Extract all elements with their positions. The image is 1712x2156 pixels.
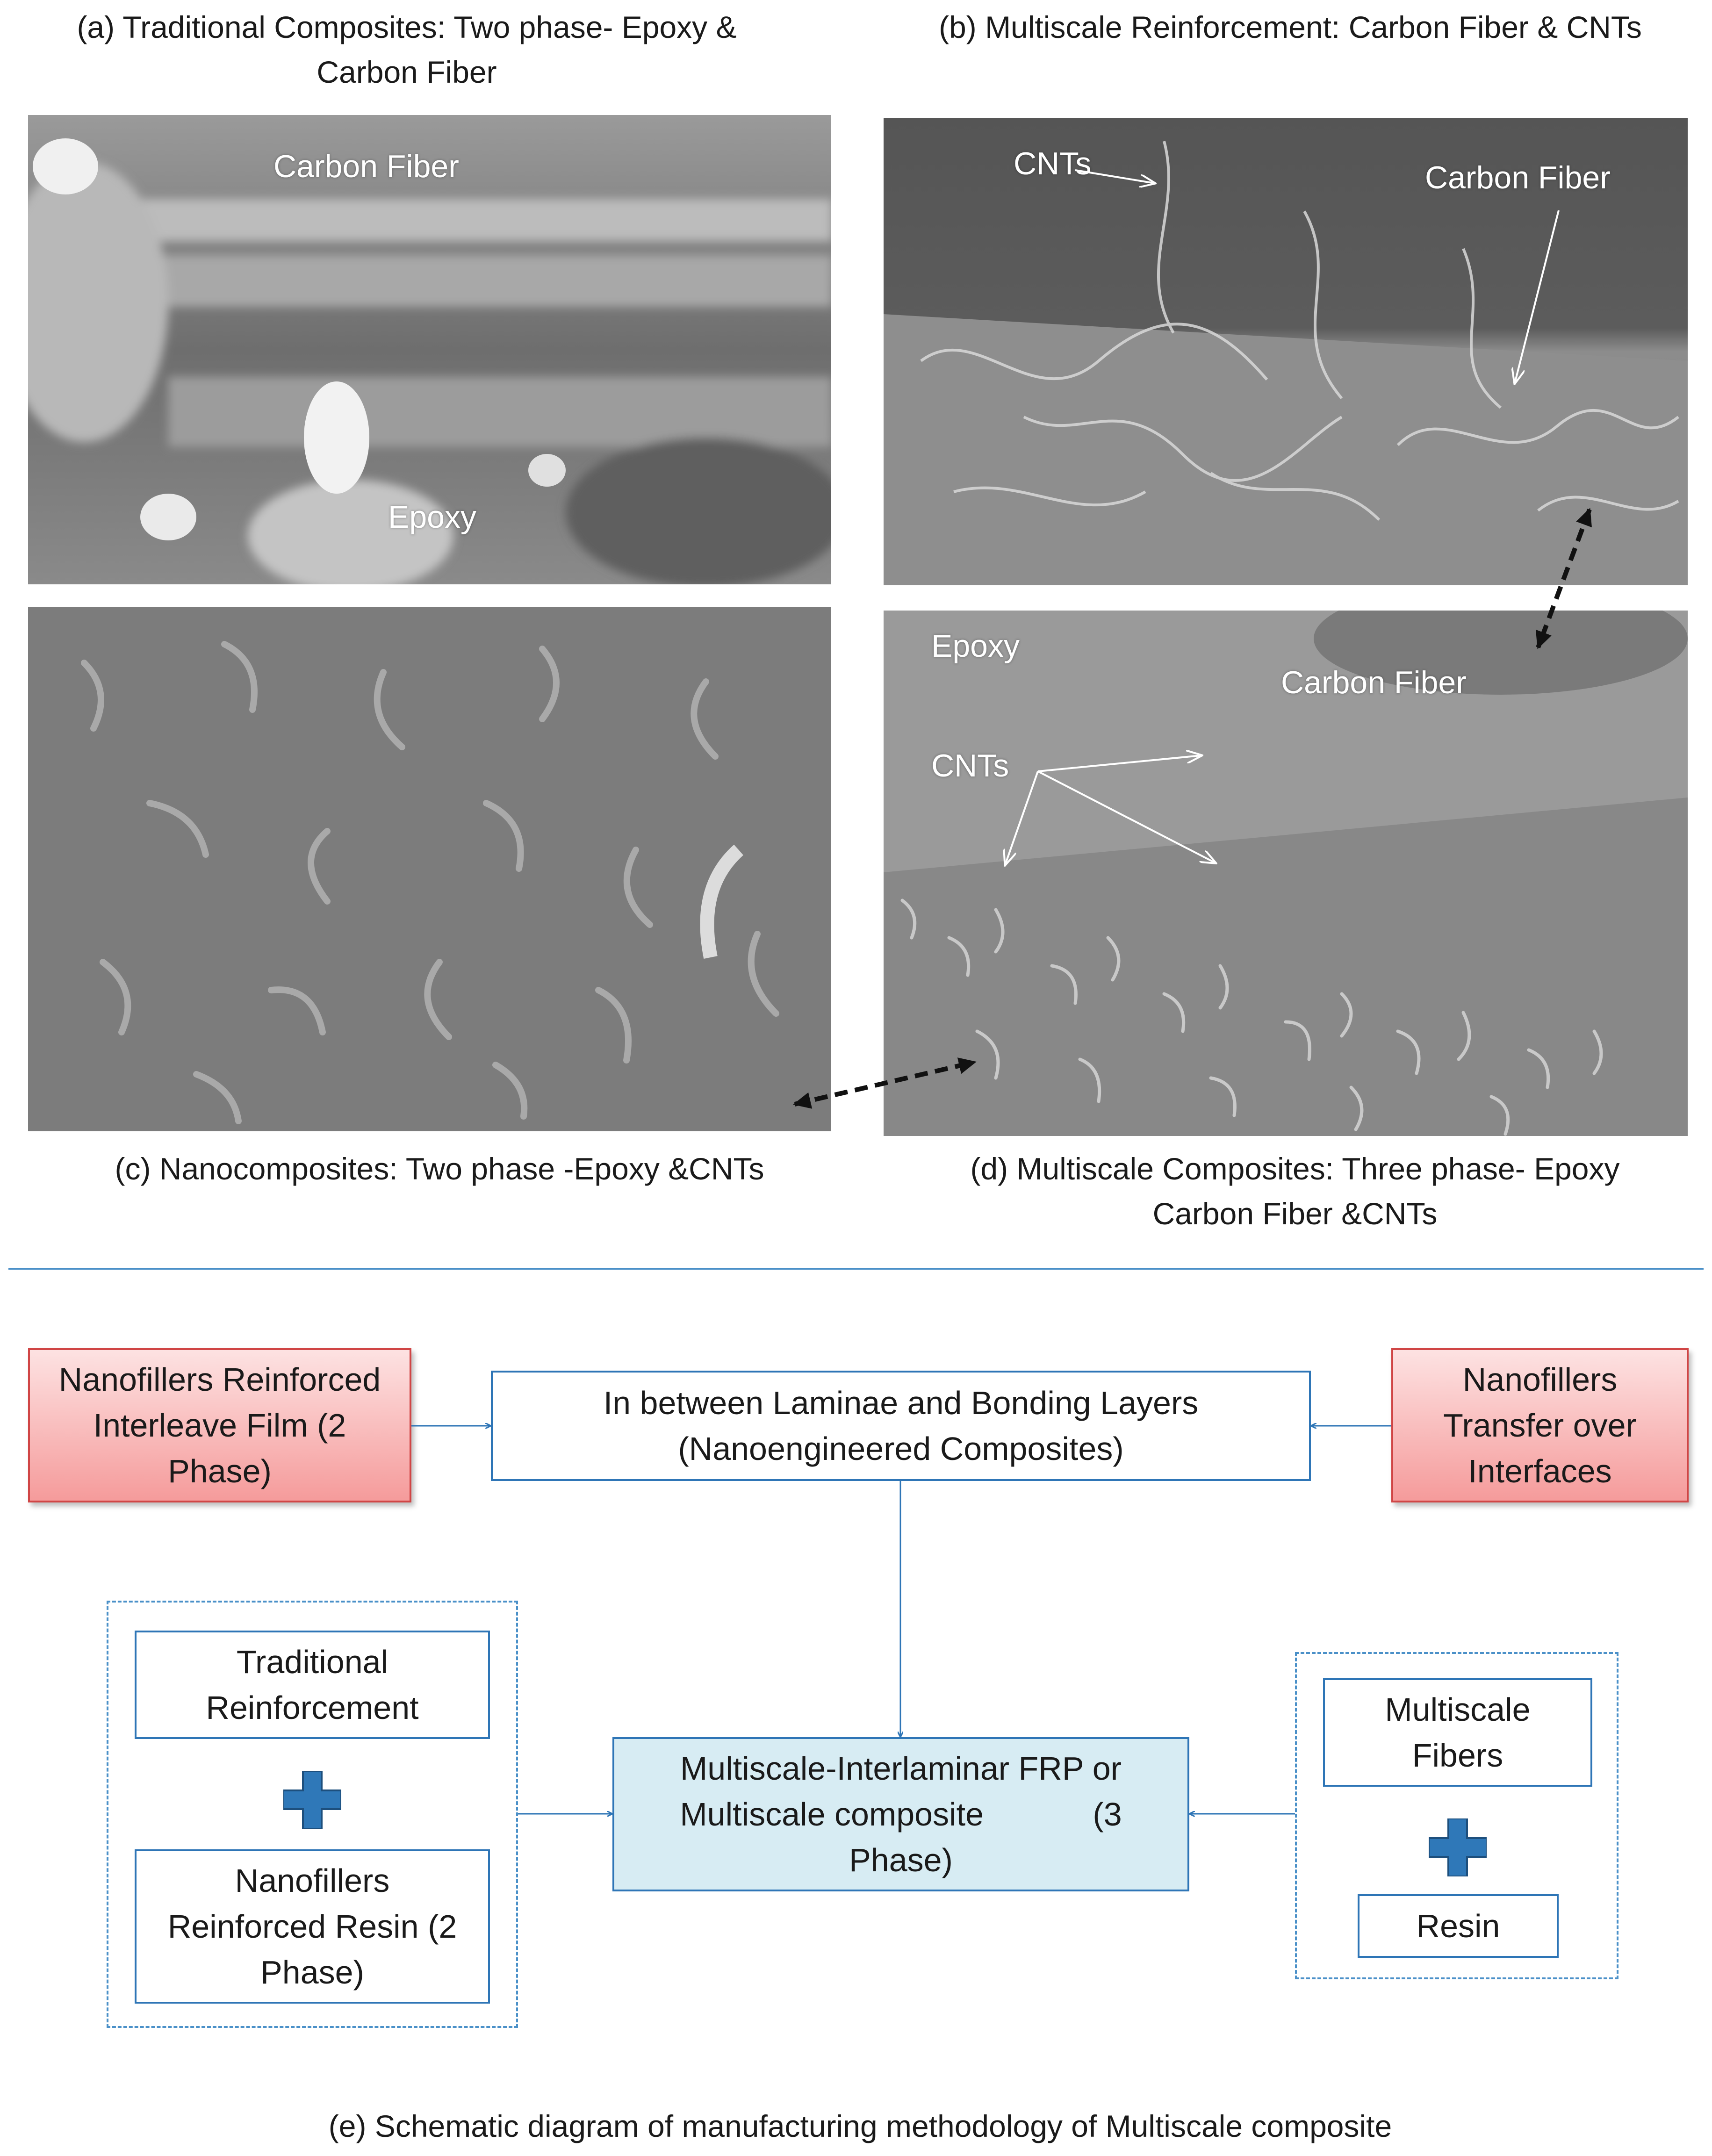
traditional-line1: Traditional [236,1644,388,1680]
box-interleave-film: Nanofillers Reinforced Interleave Film (… [28,1348,411,1502]
multiscale-line2: Multiscale composite (3 [680,1796,1122,1833]
section-divider [8,1268,1704,1270]
box-multiscale-composite: Multiscale-Interlaminar FRP or Multiscal… [612,1737,1189,1891]
transfer-line2: Transfer over [1443,1407,1637,1444]
caption-d-line2: Carbon Fiber &CNTs [1152,1196,1438,1231]
label-a-carbon-fiber: Carbon Fiber [273,149,459,184]
resin2-line1: Nanofillers [235,1862,390,1899]
caption-e-line1: (e) Schematic diagram of manufacturing m… [328,2109,1392,2143]
caption-a: (a) Traditional Composites: Two phase- E… [28,5,785,94]
box-multiscale-fibers: Multiscale Fibers [1323,1678,1592,1787]
group-left [107,1601,518,2028]
interleave-line2: Interleave Film (2 [93,1407,346,1444]
box-traditional-reinforcement: Traditional Reinforcement [135,1631,490,1739]
label-b-cnts: CNTs [1014,146,1092,181]
box-nanofillers-transfer: Nanofillers Transfer over Interfaces [1391,1348,1689,1502]
group-right [1295,1652,1618,1979]
sem-image-d [884,611,1688,1136]
resin2-line2: Reinforced Resin (2 [167,1908,457,1945]
caption-c: (c) Nanocomposites: Two phase -Epoxy &CN… [28,1146,851,1191]
label-a-epoxy: Epoxy [388,499,476,535]
plus-icon-right [1429,1818,1487,1876]
laminae-line1: In between Laminae and Bonding Layers [603,1385,1199,1421]
label-d-cnts: CNTs [931,748,1009,783]
multiscale-line3: Phase) [849,1842,953,1878]
sem-image-a [28,115,831,584]
box-laminae-bonding: In between Laminae and Bonding Layers (N… [491,1371,1311,1481]
caption-c-line1: (c) Nanocomposites: Two phase -Epoxy &CN… [115,1151,764,1186]
multiscale-line1: Multiscale-Interlaminar FRP or [680,1750,1122,1787]
interleave-line1: Nanofillers Reinforced [58,1361,381,1398]
fibers-line2: Fibers [1412,1737,1503,1774]
caption-a-line1: (a) Traditional Composites: Two phase- E… [77,10,737,44]
caption-d-line1: (d) Multiscale Composites: Three phase- … [970,1151,1620,1186]
transfer-line1: Nanofillers [1462,1361,1618,1398]
caption-a-line2: Carbon Fiber [317,55,497,89]
label-b-carbon-fiber: Carbon Fiber [1425,160,1611,195]
transfer-line3: Interfaces [1468,1453,1612,1489]
caption-e: (e) Schematic diagram of manufacturing m… [28,2104,1692,2149]
resin2-line3: Phase) [260,1954,364,1991]
sem-image-c [28,607,831,1131]
box-nanofillers-resin: Nanofillers Reinforced Resin (2 Phase) [135,1849,490,2004]
label-d-carbon-fiber: Carbon Fiber [1281,665,1467,700]
resin-label: Resin [1416,1908,1500,1944]
caption-b-line1: (b) Multiscale Reinforcement: Carbon Fib… [939,10,1642,44]
box-resin: Resin [1358,1894,1559,1958]
caption-b: (b) Multiscale Reinforcement: Carbon Fib… [879,5,1702,50]
interleave-line3: Phase) [168,1453,272,1489]
laminae-line2: (Nanoengineered Composites) [678,1430,1124,1467]
fibers-line1: Multiscale [1385,1691,1531,1728]
traditional-line2: Reinforcement [206,1689,419,1726]
plus-icon-left [283,1771,341,1829]
caption-d: (d) Multiscale Composites: Three phase- … [888,1146,1702,1236]
label-d-epoxy: Epoxy [931,628,1020,664]
